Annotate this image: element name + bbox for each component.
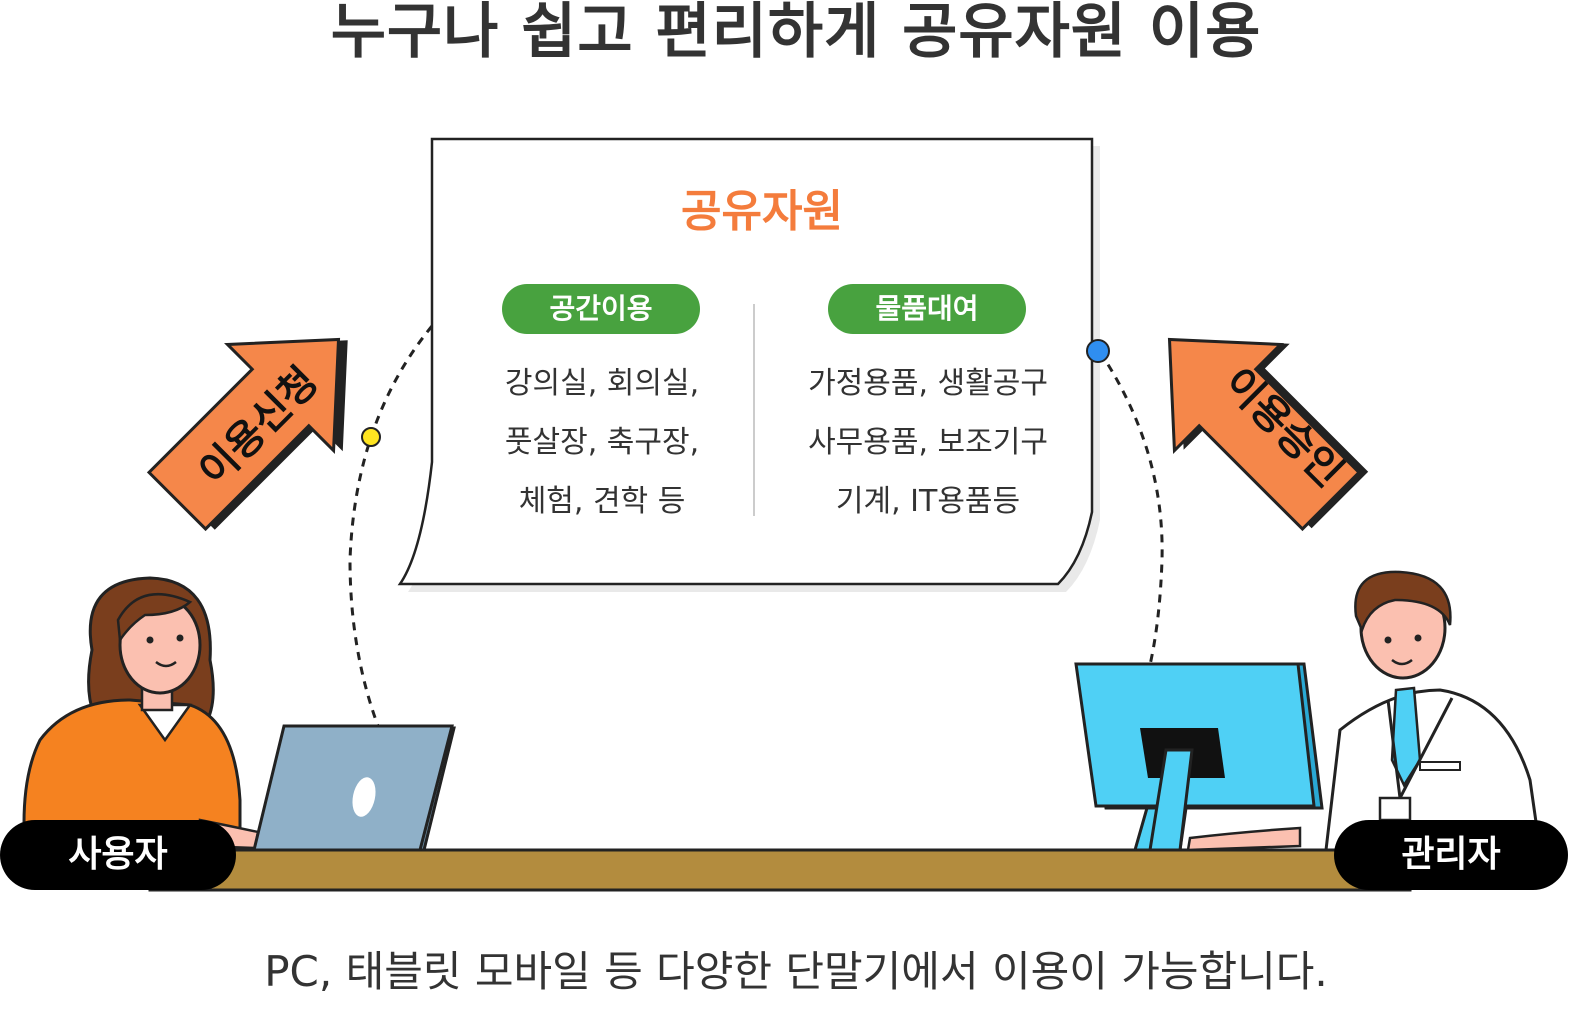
desk xyxy=(148,848,1412,892)
admin-illustration xyxy=(1186,570,1542,852)
list-item: 체험, 견학 등 xyxy=(518,484,686,519)
user-illustration xyxy=(22,576,260,852)
item-rental-list: 가정용품, 생활공구 사무용품, 보조기구 기계, IT용품등 xyxy=(768,354,1088,531)
role-badge-user: 사용자 xyxy=(0,820,236,890)
category-pill-item: 물품대여 xyxy=(828,284,1026,334)
laptop xyxy=(252,724,456,852)
connector-admin xyxy=(1098,351,1164,666)
list-item: 강의실, 회의실, xyxy=(504,366,700,401)
request-arrow xyxy=(146,337,348,532)
connector-dot-blue xyxy=(1086,339,1110,363)
page-title: 누구나 쉽고 편리하게 공유자원 이용 xyxy=(330,0,1262,67)
connector-dot-yellow xyxy=(361,427,381,447)
category-pill-space: 공간이용 xyxy=(502,284,700,334)
list-item: 사무용품, 보조기구 xyxy=(808,425,1048,460)
space-item-list: 강의실, 회의실, 풋살장, 축구장, 체험, 견학 등 xyxy=(452,354,752,531)
monitor xyxy=(1074,662,1324,852)
list-item: 가정용품, 생활공구 xyxy=(808,366,1048,401)
connector-user xyxy=(348,325,434,727)
panel-title: 공유자원 xyxy=(681,186,843,237)
role-badge-admin: 관리자 xyxy=(1334,820,1568,890)
laptop-logo xyxy=(352,777,376,817)
footer-text: PC, 태블릿 모바일 등 다양한 단말기에서 이용이 가능합니다. xyxy=(264,947,1328,996)
list-item: 기계, IT용품등 xyxy=(835,484,1021,519)
document-panel xyxy=(397,137,1100,592)
approve-arrow xyxy=(1167,337,1369,532)
list-item: 풋살장, 축구장, xyxy=(504,425,700,460)
